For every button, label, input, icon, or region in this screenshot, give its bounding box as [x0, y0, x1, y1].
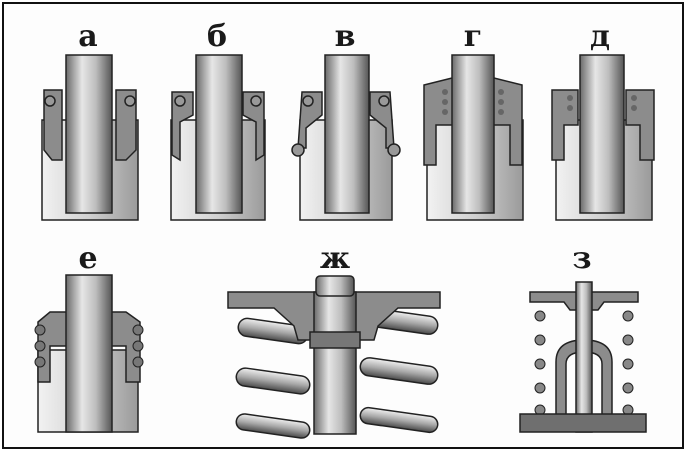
label-g: г — [464, 19, 482, 54]
seal-variant-zh — [227, 275, 441, 439]
label-v: в — [335, 19, 356, 54]
seal-variant-d — [551, 54, 655, 221]
seal-variant-e — [34, 274, 144, 433]
seal-variant-a — [41, 54, 139, 221]
label-z: з — [572, 241, 591, 276]
label-b: б — [207, 19, 227, 54]
seal-variant-z — [519, 281, 647, 433]
seal-variant-b — [170, 54, 266, 221]
outer-spring-coils — [534, 310, 634, 416]
label-a: а — [78, 19, 97, 54]
label-d: д — [590, 19, 610, 54]
valve-spring-coils — [235, 307, 439, 439]
label-zh: ж — [320, 241, 350, 276]
seal-variant-v — [291, 54, 401, 221]
seal-variant-g — [423, 54, 524, 221]
label-e: е — [78, 241, 97, 276]
